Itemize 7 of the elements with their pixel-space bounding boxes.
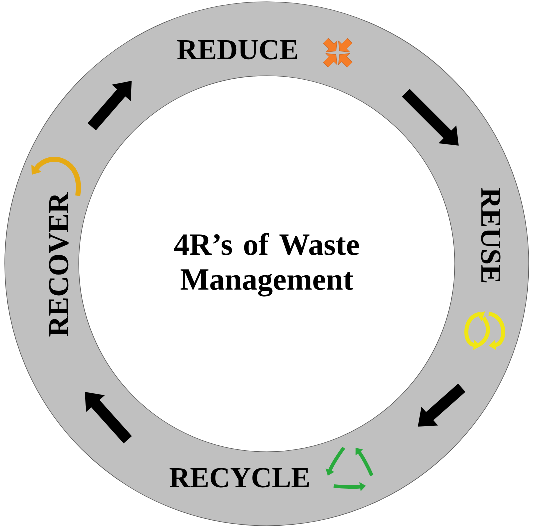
title: 4R’s of Waste Management	[174, 233, 360, 297]
stage-label: REDUCE	[178, 40, 298, 60]
stage-label: RECYCLE	[170, 468, 310, 488]
stage-label: REUSE	[481, 188, 501, 283]
arrow	[85, 392, 132, 444]
arrow	[402, 89, 459, 146]
stage-label: RECOVER	[49, 192, 69, 337]
